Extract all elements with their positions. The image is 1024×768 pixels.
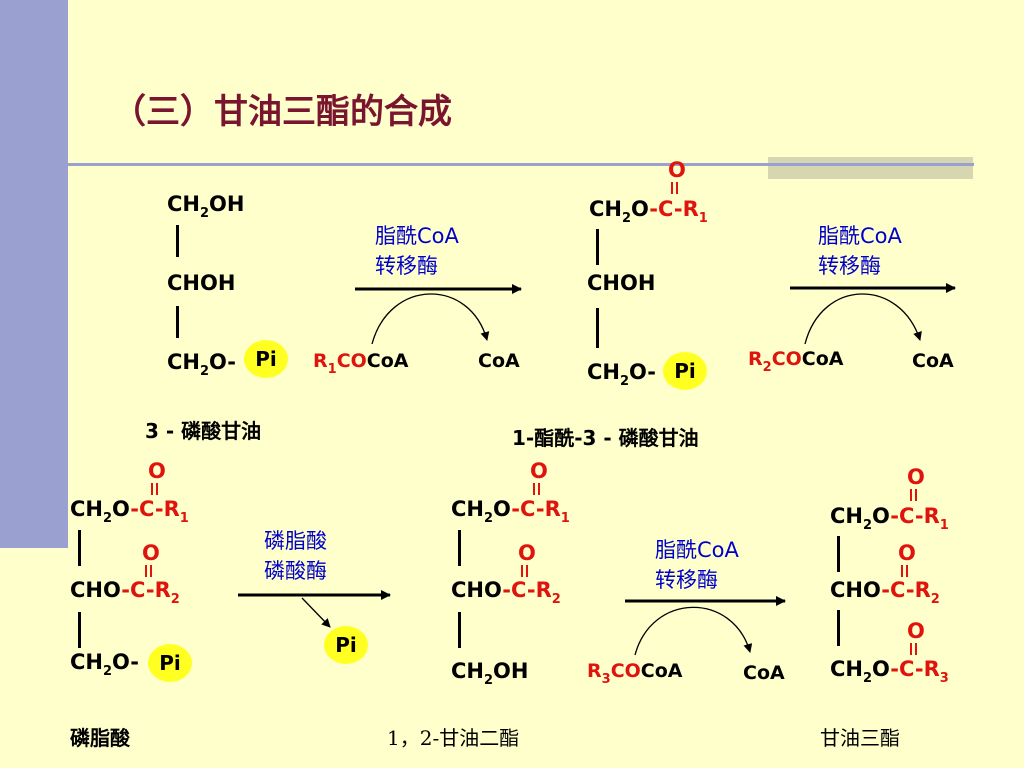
compound-label-4: 1，2-甘油二酯 (387, 726, 520, 750)
phosphate-pi: Pi (663, 352, 707, 390)
carbonyl-oxygen: O (668, 158, 686, 182)
compound-label-2: 1-酯酰-3 - 磷酸甘油 (512, 426, 699, 450)
page-title: （三）甘油三酯的合成 (112, 92, 452, 132)
phosphate-pi: Pi (148, 644, 192, 682)
c5-ester-1: CH2O-C-R1 (830, 504, 949, 533)
c4-ch2oh: CH2OH (451, 659, 529, 688)
product-coa-2: CoA (912, 350, 954, 372)
c3-ester-2: CHO-C-R2 (70, 578, 180, 607)
double-bond (533, 483, 540, 495)
bond (176, 225, 179, 257)
donor-r1-co-coa: R1COCoA (313, 350, 409, 377)
c2-ch2o: CH2O- (587, 360, 657, 389)
c4-ester-2: CHO-C-R2 (451, 578, 561, 607)
c1-ch2o: CH2O- (167, 350, 237, 379)
enzyme-acyl-coa-transferase-2: 脂酰CoA 转移酶 (818, 224, 902, 278)
carbonyl-oxygen: O (142, 541, 160, 565)
c3-ester-1: CH2O-C-R1 (70, 497, 189, 526)
sidebar-accent (0, 0, 68, 548)
c5-ester-3: CH2O-C-R3 (830, 657, 949, 686)
carbonyl-oxygen: O (907, 619, 925, 643)
carbonyl-oxygen: O (530, 459, 548, 483)
bond (78, 530, 81, 566)
c1-choh: CHOH (167, 271, 236, 295)
double-bond (901, 565, 908, 577)
carbonyl-oxygen: O (518, 541, 536, 565)
compound-label-3: 磷脂酸 (70, 726, 130, 750)
compound-label-1: 3 - 磷酸甘油 (145, 419, 262, 443)
bond (78, 612, 81, 648)
c5-ester-2: CHO-C-R2 (830, 578, 940, 607)
c2-choh: CHOH (587, 271, 656, 295)
bond (458, 530, 461, 566)
phosphate-pi: Pi (244, 340, 288, 378)
double-bond (521, 565, 528, 577)
carbonyl-oxygen: O (898, 541, 916, 565)
donor-r2-co-coa: R2COCoA (748, 348, 844, 375)
released-pi: Pi (324, 626, 368, 664)
c3-ch2o: CH2O- (70, 650, 140, 679)
cofactor-arrow-step4 (634, 606, 753, 656)
double-bond (910, 489, 917, 501)
title-rule (44, 163, 974, 166)
c2-ester-1: CH2O-C-R1 (589, 197, 708, 226)
bond (176, 306, 179, 338)
carbonyl-oxygen: O (148, 459, 166, 483)
bond (458, 612, 461, 648)
donor-r3-co-coa: R3COCoA (587, 660, 683, 687)
enzyme-acyl-coa-transferase-1: 脂酰CoA 转移酶 (375, 224, 459, 278)
pi-release-arrow (301, 597, 331, 628)
enzyme-acyl-coa-transferase-3: 脂酰CoA 转移酶 (655, 538, 739, 592)
bond (596, 229, 599, 265)
bond (837, 610, 840, 646)
cofactor-arrow-step2 (804, 293, 922, 345)
title-accent-line (768, 164, 973, 166)
product-coa-4: CoA (743, 662, 785, 684)
title-accent-block (768, 157, 973, 179)
compound-label-5: 甘油三酯 (820, 726, 900, 750)
double-bond (151, 483, 158, 495)
enzyme-phosphatidic-acid-phosphatase: 磷脂酸 磷酸酶 (264, 529, 327, 583)
product-coa-1: CoA (478, 350, 520, 372)
double-bond (671, 182, 678, 194)
bond (596, 308, 599, 348)
carbonyl-oxygen: O (907, 465, 925, 489)
double-bond (145, 565, 152, 577)
c4-ester-1: CH2O-C-R1 (451, 497, 570, 526)
bond (837, 536, 840, 572)
double-bond (910, 643, 917, 655)
c1-ch2oh: CH2OH (167, 192, 245, 221)
cofactor-arrow-step1 (371, 293, 490, 345)
